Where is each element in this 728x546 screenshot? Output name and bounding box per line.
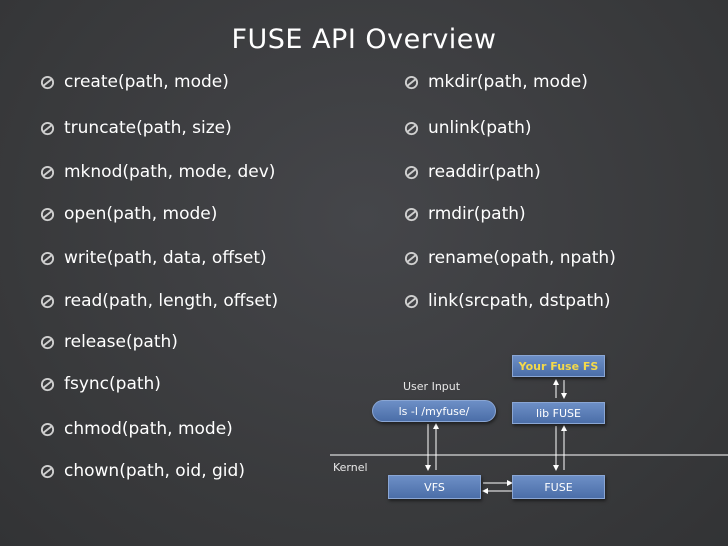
api-item-label: readdir(path) [428,162,541,182]
api-item-label: mkdir(path, mode) [428,72,588,92]
bullet-icon [40,207,55,221]
bullet-icon [40,75,55,89]
api-item-truncate: truncate(path, size) [40,118,232,138]
api-item-fsync: fsync(path) [40,374,161,394]
bullet-icon [404,121,419,135]
bullet-icon [40,165,55,179]
api-item-link: link(srcpath, dstpath) [404,291,611,311]
api-item-label: rmdir(path) [428,204,526,224]
api-item-chown: chown(path, oid, gid) [40,461,245,481]
bullet-icon [40,335,55,349]
bullet-icon [40,294,55,308]
api-item-unlink: unlink(path) [404,118,532,138]
api-item-label: chown(path, oid, gid) [64,461,245,481]
bullet-icon [404,207,419,221]
api-item-chmod: chmod(path, mode) [40,419,233,439]
api-item-readdir: readdir(path) [404,162,541,182]
user-input-label: User Input [403,380,461,393]
api-item-label: link(srcpath, dstpath) [428,291,611,311]
command-box: ls -l /myfuse/ [372,400,496,422]
api-item-label: unlink(path) [428,118,532,138]
api-item-label: fsync(path) [64,374,161,394]
api-item-label: rename(opath, npath) [428,248,616,268]
bullet-icon [404,165,419,179]
api-item-open: open(path, mode) [40,204,217,224]
api-item-label: write(path, data, offset) [64,248,267,268]
api-item-label: read(path, length, offset) [64,291,279,311]
bullet-icon [40,422,55,436]
api-item-create: create(path, mode) [40,72,229,92]
bullet-icon [40,464,55,478]
api-item-label: mknod(path, mode, dev) [64,162,276,182]
kernel-label: Kernel [333,461,368,474]
slide-title: FUSE API Overview [231,24,497,55]
api-item-rmdir: rmdir(path) [404,204,526,224]
bullet-icon [40,377,55,391]
bullet-icon [40,251,55,265]
lib-fuse-box: lib FUSE [512,402,605,424]
api-item-label: truncate(path, size) [64,118,232,138]
api-item-read: read(path, length, offset) [40,291,278,311]
bullet-icon [404,75,419,89]
api-item-release: release(path) [40,332,178,352]
your-fuse-fs-box: Your Fuse FS [512,355,605,377]
api-item-mknod: mknod(path, mode, dev) [40,162,275,182]
api-item-label: release(path) [64,332,178,352]
api-item-rename: rename(opath, npath) [404,248,616,268]
fuse-box: FUSE [512,475,605,499]
api-item-write: write(path, data, offset) [40,248,267,268]
bullet-icon [40,121,55,135]
bullet-icon [404,294,419,308]
api-item-label: create(path, mode) [64,72,229,92]
vfs-box: VFS [388,475,481,499]
api-item-mkdir: mkdir(path, mode) [404,72,588,92]
api-item-label: chmod(path, mode) [64,419,233,439]
api-item-label: open(path, mode) [64,204,218,224]
bullet-icon [404,251,419,265]
